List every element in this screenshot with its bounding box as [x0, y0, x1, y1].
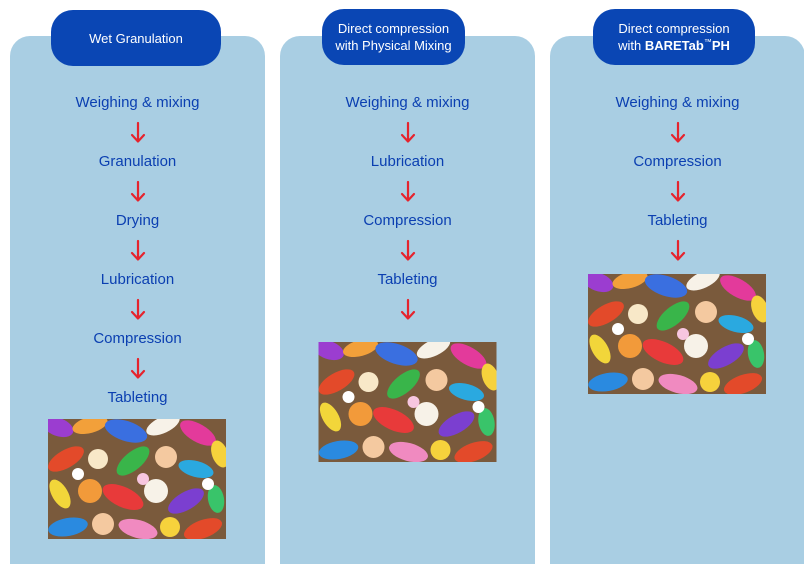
- brand-name: BARETab: [644, 38, 704, 53]
- step-drying: Drying: [115, 212, 160, 229]
- title-line-1: Direct compression: [337, 21, 450, 36]
- step-lubrication: Lubrication: [370, 153, 445, 170]
- step-weighing-mixing: Weighing & mixing: [345, 94, 470, 111]
- title-line-2: with Physical Mixing: [335, 38, 452, 53]
- direct-compression-physical-steps: Weighing & mixing Lubrication Compressio…: [280, 92, 535, 328]
- wet-granulation-title: Wet Granulation: [51, 10, 221, 66]
- trademark-symbol: ™: [703, 37, 712, 47]
- arrow-down-icon: [398, 291, 418, 328]
- arrow-down-icon: [668, 114, 688, 151]
- colorful-pills-photo: [588, 274, 766, 394]
- arrow-down-icon: [128, 232, 148, 269]
- arrow-down-icon: [128, 291, 148, 328]
- title-line-1: Direct compression: [618, 21, 730, 36]
- arrow-down-icon: [398, 114, 418, 151]
- arrow-down-icon: [668, 173, 688, 210]
- step-granulation: Granulation: [98, 153, 177, 170]
- step-weighing-mixing: Weighing & mixing: [75, 94, 200, 111]
- step-weighing-mixing: Weighing & mixing: [615, 94, 740, 111]
- arrow-down-icon: [128, 173, 148, 210]
- step-compression: Compression: [363, 212, 452, 229]
- arrow-down-icon: [398, 232, 418, 269]
- arrow-down-icon: [398, 173, 418, 210]
- step-lubrication: Lubrication: [100, 271, 175, 288]
- step-compression: Compression: [93, 330, 182, 347]
- title-prefix: with: [618, 38, 642, 53]
- step-tableting: Tableting: [107, 389, 168, 406]
- brand-suffix: PH: [711, 38, 730, 53]
- step-compression: Compression: [633, 153, 722, 170]
- colorful-pills-photo: [318, 342, 497, 462]
- step-tableting: Tableting: [647, 212, 708, 229]
- wet-granulation-title-text: Wet Granulation: [89, 30, 183, 46]
- direct-compression-baretab-title: Direct compression with BARETab™PH: [593, 9, 755, 65]
- colorful-pills-photo: [48, 419, 226, 539]
- title-line-2: with BARETab™PH: [618, 37, 730, 54]
- direct-compression-baretab-steps: Weighing & mixing Compression Tableting: [550, 92, 804, 269]
- step-tableting: Tableting: [377, 271, 438, 288]
- arrow-down-icon: [668, 232, 688, 269]
- direct-compression-physical-title: Direct compression with Physical Mixing: [322, 9, 465, 65]
- arrow-down-icon: [128, 350, 148, 387]
- arrow-down-icon: [128, 114, 148, 151]
- wet-granulation-steps: Weighing & mixing Granulation Drying Lub…: [10, 92, 265, 409]
